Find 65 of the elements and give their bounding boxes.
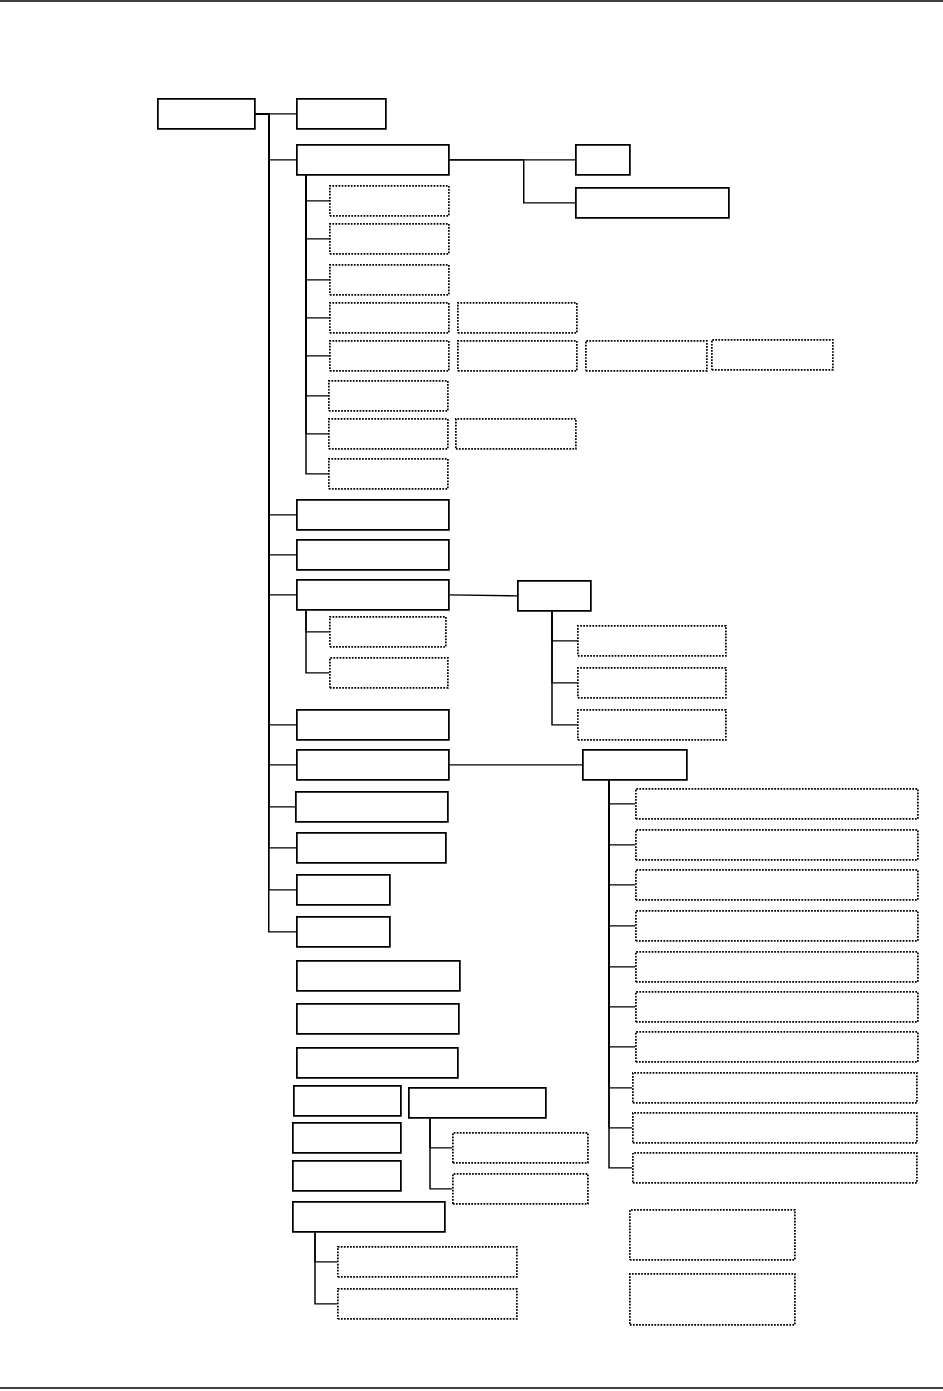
dotted-box bbox=[629, 1273, 796, 1326]
dotted-box bbox=[329, 657, 449, 689]
dotted-box bbox=[457, 340, 578, 372]
box bbox=[296, 1003, 460, 1035]
box bbox=[296, 749, 450, 781]
connector-line bbox=[429, 1118, 453, 1190]
box bbox=[296, 579, 450, 611]
dotted-box bbox=[329, 302, 450, 334]
dotted-box bbox=[635, 829, 919, 861]
box bbox=[296, 916, 391, 948]
box bbox=[296, 539, 450, 571]
dotted-box bbox=[328, 418, 449, 450]
box bbox=[296, 499, 450, 531]
dotted-box bbox=[329, 264, 450, 296]
box bbox=[408, 1087, 547, 1119]
connector-line bbox=[449, 764, 583, 766]
box bbox=[296, 98, 387, 130]
dotted-box bbox=[577, 709, 727, 741]
dotted-box bbox=[635, 1031, 919, 1063]
dotted-box bbox=[337, 1288, 518, 1320]
dotted-box bbox=[632, 1112, 918, 1144]
box bbox=[296, 1047, 459, 1079]
box bbox=[582, 749, 688, 781]
box bbox=[296, 144, 450, 176]
box bbox=[296, 709, 450, 741]
box bbox=[292, 1122, 402, 1154]
connector-line bbox=[551, 611, 578, 726]
box bbox=[296, 874, 391, 906]
box bbox=[292, 1160, 402, 1192]
dotted-box bbox=[632, 1072, 918, 1104]
dotted-box bbox=[452, 1132, 589, 1164]
connector-line bbox=[449, 594, 518, 597]
dotted-box bbox=[711, 339, 834, 371]
box bbox=[517, 580, 592, 612]
dotted-box bbox=[329, 616, 447, 648]
dotted-box bbox=[635, 991, 919, 1023]
box bbox=[575, 187, 730, 219]
dotted-box bbox=[337, 1246, 518, 1278]
dotted-box bbox=[635, 951, 919, 983]
dotted-box bbox=[635, 869, 919, 901]
connector-line bbox=[449, 159, 576, 204]
dotted-box bbox=[328, 380, 449, 412]
dotted-box bbox=[329, 223, 450, 255]
dotted-box bbox=[635, 910, 919, 942]
box bbox=[295, 791, 449, 823]
dotted-box bbox=[635, 788, 919, 820]
dotted-box bbox=[329, 340, 450, 372]
box bbox=[292, 1201, 446, 1233]
box bbox=[575, 144, 631, 176]
connector-line bbox=[314, 1232, 338, 1305]
dotted-box bbox=[629, 1209, 796, 1261]
dotted-box bbox=[577, 625, 727, 657]
box bbox=[293, 1085, 402, 1117]
connector-line bbox=[305, 610, 330, 674]
box bbox=[296, 960, 461, 992]
dotted-box bbox=[457, 302, 578, 334]
dotted-box bbox=[455, 418, 577, 450]
dotted-box bbox=[585, 340, 708, 372]
dotted-box bbox=[632, 1152, 918, 1184]
box bbox=[296, 832, 447, 864]
dotted-box bbox=[577, 667, 727, 699]
dotted-box bbox=[329, 185, 450, 217]
dotted-box bbox=[328, 458, 449, 490]
dotted-box bbox=[452, 1173, 589, 1205]
box bbox=[157, 98, 256, 130]
